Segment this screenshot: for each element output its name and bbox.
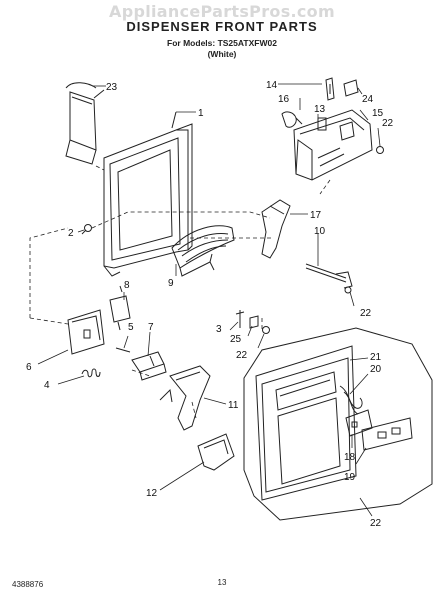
watermark: AppliancePartsPros.com — [109, 2, 335, 21]
part-2-screw — [81, 224, 92, 235]
callout-8: 8 — [124, 280, 130, 291]
callout-1: 1 — [198, 108, 204, 119]
callout-5: 5 — [128, 322, 134, 333]
callout-9: 9 — [168, 278, 174, 289]
callout-14: 14 — [266, 80, 278, 91]
callout-2: 2 — [68, 228, 74, 239]
callout-23: 22 — [370, 518, 382, 529]
page-title: DISPENSER FRONT PARTS — [126, 19, 318, 34]
callout-4: 4 — [44, 380, 50, 391]
part-13-switch — [317, 117, 327, 131]
callout-22-right: 22 — [360, 308, 372, 319]
document-number: 4388876 — [12, 580, 44, 589]
part-19-plate — [361, 417, 413, 451]
part-5-pin — [115, 347, 131, 353]
part-14-switch — [325, 77, 335, 101]
callout-3: 3 — [216, 324, 222, 335]
part-25-clip — [249, 315, 259, 329]
callout-22-top: 22 — [382, 118, 394, 129]
callout-20: 20 — [370, 364, 382, 375]
part-11-arm — [159, 365, 211, 431]
part-4-spring — [81, 368, 101, 378]
callout-6: 6 — [26, 362, 32, 373]
part-6-module — [67, 309, 105, 355]
part-16-lamp — [281, 111, 303, 128]
part-1-housing — [103, 111, 193, 277]
color-line: (White) — [207, 49, 237, 59]
part-26-panel — [65, 82, 105, 165]
callout-19: 19 — [344, 472, 356, 483]
part-15-control-housing — [293, 109, 373, 181]
part-21-panel — [255, 345, 357, 501]
part-7-bracket — [131, 351, 167, 381]
part-12-funnel — [197, 433, 235, 471]
callout-10: 10 — [314, 226, 326, 237]
callout-25: 25 — [230, 334, 242, 345]
part-22-screw-top — [376, 146, 384, 154]
callout-15: 15 — [372, 108, 384, 119]
part-18-module — [345, 409, 373, 437]
callout-21: 21 — [370, 352, 382, 363]
callout-11: 11 — [228, 400, 239, 411]
callout-16: 16 — [278, 94, 290, 105]
part-24-clip — [343, 79, 359, 97]
page-number: 13 — [217, 578, 227, 587]
part-22-screw-mid — [262, 326, 270, 334]
part-8-solenoid — [109, 285, 131, 331]
callout-12: 12 — [146, 488, 158, 499]
callout-26: 23 — [106, 82, 118, 93]
callout-7: 7 — [148, 322, 154, 333]
callout-17: 17 — [310, 210, 322, 221]
model-line: For Models: TS25ATXFW02 — [167, 38, 277, 48]
callout-24: 24 — [362, 94, 374, 105]
callout-22-mid: 22 — [236, 350, 248, 361]
part-17-lever — [261, 199, 291, 259]
part-3-pin — [235, 310, 245, 328]
part-20-wiring — [339, 385, 363, 415]
callout-13: 13 — [314, 104, 326, 115]
callout-18: 18 — [344, 452, 356, 463]
part-10-rod — [305, 263, 353, 289]
part-22-screw-right — [344, 286, 352, 294]
part-23-outline — [243, 327, 433, 521]
part-9-grille — [171, 225, 235, 277]
